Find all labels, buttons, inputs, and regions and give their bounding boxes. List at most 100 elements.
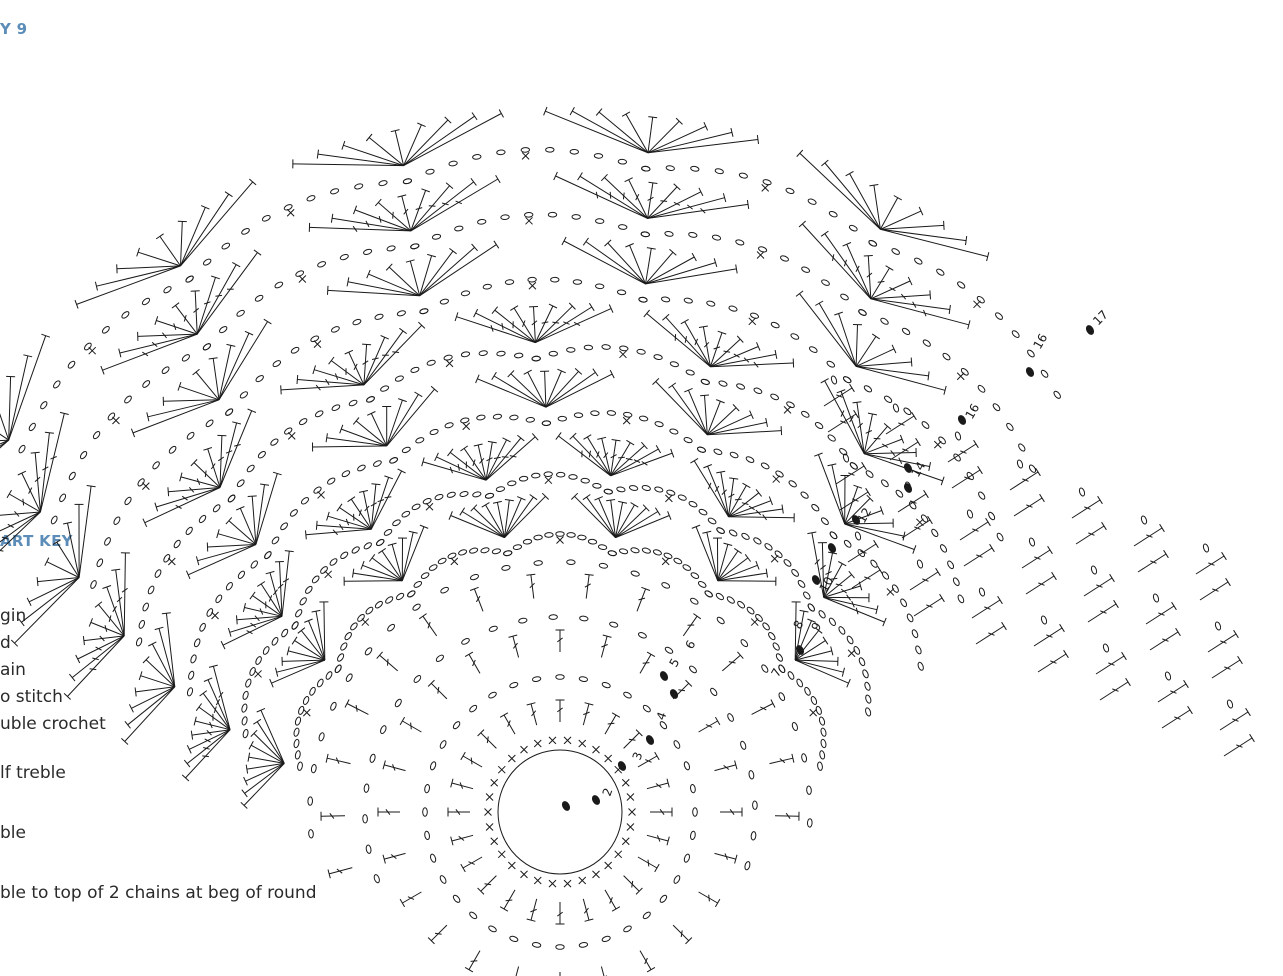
chain-stitch-symbol	[449, 161, 458, 167]
treble-stitch-symbol	[729, 501, 771, 517]
treble-stitch-symbol	[848, 544, 876, 562]
chain-stitch-symbol	[39, 400, 48, 409]
chain-stitch-symbol	[862, 669, 870, 679]
stitch-symbol	[166, 613, 174, 687]
chain-stitch-symbol	[752, 801, 757, 810]
chain-stitch-symbol	[1202, 543, 1209, 552]
chain-stitch-symbol	[567, 532, 576, 537]
treble-stitch-symbol	[828, 414, 856, 432]
stitch-top-bar	[187, 745, 191, 753]
chain-stitch-symbol	[1053, 390, 1062, 399]
treble-cross-bar	[359, 510, 361, 516]
double-crochet-symbol	[627, 823, 634, 830]
chain-stitch-symbol	[488, 925, 498, 933]
chain-stitch-symbol	[670, 361, 679, 368]
stitch-symbol	[648, 140, 758, 153]
chain-stitch-symbol	[291, 621, 300, 631]
double-crochet-symbol	[605, 755, 612, 762]
chain-stitch-symbol	[820, 517, 829, 526]
stitch-top-bar	[944, 221, 945, 230]
chain-stitch-symbol	[607, 410, 616, 416]
stitch-top-bar	[911, 358, 912, 367]
chain-stitch-symbol	[218, 325, 228, 334]
chain-stitch-symbol	[142, 602, 150, 612]
treble-cross-bar	[589, 451, 590, 458]
chain-stitch-symbol	[740, 638, 749, 647]
chain-stitch-symbol	[340, 253, 349, 260]
chain-stitch-symbol	[977, 491, 986, 500]
treble-stitch-symbol	[481, 876, 497, 892]
stitch-top-bar	[704, 122, 708, 130]
chain-stitch-symbol	[317, 261, 327, 269]
double-crochet-symbol	[521, 746, 528, 753]
chain-stitch-symbol	[567, 560, 576, 565]
stitch-symbol	[261, 710, 284, 763]
chain-stitch-symbol	[778, 692, 786, 702]
chart-round-markers	[560, 324, 1095, 813]
chain-stitch-symbol	[728, 529, 738, 537]
chain-stitch-symbol	[135, 637, 142, 647]
stitch-top-bar	[270, 679, 274, 687]
treble-stitch-symbol	[0, 512, 40, 537]
chain-stitch-symbol	[865, 470, 874, 479]
stitch-top-bar	[367, 412, 375, 416]
chain-stitch-symbol	[828, 210, 838, 218]
stitch-top-bar	[499, 110, 503, 118]
stitch-top-bar	[1122, 652, 1127, 660]
chain-stitch-symbol	[601, 682, 610, 689]
chain-stitch-symbol	[549, 351, 557, 356]
chain-stitch-symbol	[570, 149, 578, 154]
chain-stitch-symbol	[588, 539, 597, 545]
chain-stitch-symbol	[602, 344, 611, 349]
stitch-top-bar	[505, 500, 514, 501]
chain-stitch-symbol	[572, 214, 581, 219]
stitch-top-bar	[250, 592, 255, 599]
stitch-symbol	[0, 440, 9, 489]
round-number-label: 10	[816, 574, 836, 594]
chain-stitch-symbol	[688, 232, 697, 238]
double-crochet-symbol	[564, 737, 571, 744]
treble-stitch-symbol	[329, 868, 352, 874]
chain-stitch-symbol	[751, 831, 757, 840]
stitch-top-bar	[916, 438, 921, 446]
stitch-symbol	[77, 266, 181, 305]
stitch-symbol	[0, 398, 9, 440]
stitch-top-bar	[415, 392, 423, 397]
chain-stitch-symbol	[412, 603, 422, 612]
chain-stitch-symbol	[1011, 330, 1020, 339]
chain-stitch-symbol	[283, 427, 293, 436]
treble-stitch-symbol	[1022, 550, 1050, 568]
chain-stitch-symbol	[470, 574, 479, 581]
stitch-top-bar	[771, 700, 775, 708]
double-crochet-symbol	[451, 558, 458, 565]
double-crochet-symbol	[749, 318, 756, 325]
stitch-symbol	[301, 631, 325, 661]
treble-stitch-symbol	[423, 462, 486, 480]
double-crochet-symbol	[579, 740, 586, 747]
stitch-top-bar	[549, 304, 557, 308]
chain-stitch-symbol	[556, 675, 564, 680]
treble-stitch-symbol	[463, 857, 482, 868]
chain-stitch-symbol	[688, 665, 697, 674]
stitch-top-bar	[625, 178, 633, 182]
chain-stitch-symbol	[401, 510, 411, 518]
stitch-symbol	[163, 400, 219, 402]
stitch-symbol	[845, 524, 904, 536]
treble-stitch-symbol	[78, 636, 125, 659]
chain-stitch-symbol	[413, 674, 422, 683]
stitch-top-bar	[162, 613, 171, 614]
chain-stitch-symbol	[290, 346, 300, 354]
chain-stitch-symbol	[637, 349, 646, 355]
chain-stitch-symbol	[366, 845, 372, 854]
chain-stitch-symbol	[330, 188, 339, 195]
treble-stitch-symbol	[864, 453, 916, 454]
double-crochet-symbol	[255, 670, 262, 677]
chain-stitch-symbol	[578, 535, 587, 540]
stitch-top-bar	[821, 379, 829, 383]
chain-stitch-symbol	[227, 494, 236, 503]
double-crochet-symbol	[593, 746, 600, 753]
round-number-label: 14	[908, 459, 928, 479]
stitch-top-bar	[526, 574, 535, 575]
chain-stitch-symbol	[507, 480, 516, 486]
stitch-top-bar	[874, 540, 879, 548]
